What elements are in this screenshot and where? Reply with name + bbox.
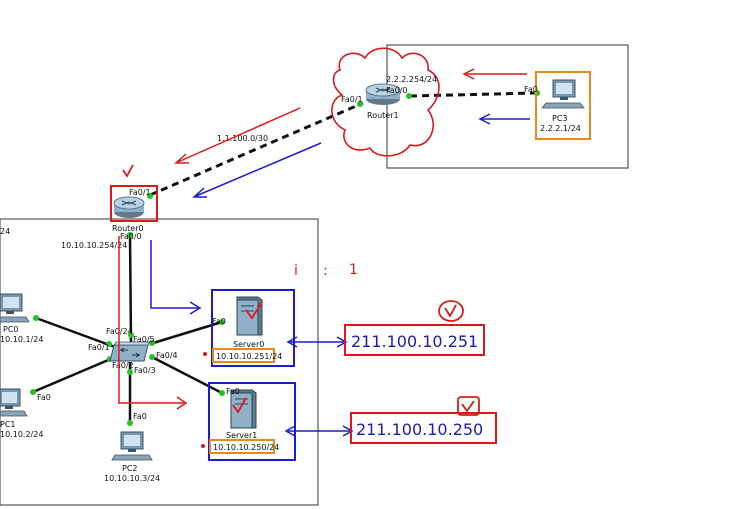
pc1-icon[interactable]: [0, 388, 28, 417]
red-dot: [201, 444, 205, 448]
red-arrow-annotations: [118, 68, 527, 410]
server0-public-ip: 211.100.10.251: [351, 332, 478, 351]
router0-highlight-box: [110, 185, 158, 222]
router0-fa01-label: Fa0/1: [129, 188, 151, 197]
switch-fa01-label: Fa0/1: [88, 343, 110, 352]
server1-public-ip: 211.100.10.250: [356, 420, 483, 439]
router0-ip-label: 10.10.10.254/24: [61, 241, 127, 250]
pc1-ip-label: 10.10.2/24: [0, 430, 43, 439]
svg-text:i: i: [294, 263, 298, 279]
pc3-ip-label: 2.2.2.1/24: [540, 124, 581, 133]
router1-ip-label: 2.2.2.254/24: [386, 75, 437, 84]
server1-port-label: Fa0: [226, 387, 240, 396]
svg-text:1: 1: [349, 262, 358, 278]
pc0-ip-label: 10.10.1/24: [0, 335, 43, 344]
red-dot: [203, 352, 207, 356]
router1-fa01-label: Fa0/1: [341, 95, 363, 104]
router0-icon[interactable]: [113, 196, 145, 218]
wan-link-label: 1.1.100.0/30: [217, 134, 268, 143]
link-router1-pc3: [409, 91, 537, 98]
server1-public-ip-box: [350, 412, 497, 444]
server1-ip-label: 10.10.10.250/24: [213, 443, 279, 452]
lan-area-frame: [0, 218, 319, 506]
pc3-icon[interactable]: [541, 79, 585, 109]
server0-ip-highlight: [212, 348, 275, 363]
red-handwritten-marks: i : 1: [294, 262, 358, 279]
server1-icon[interactable]: [230, 389, 257, 429]
server0-port-label: Fa0: [212, 317, 226, 326]
pc0-icon[interactable]: [0, 293, 30, 323]
switch-icon[interactable]: [109, 341, 151, 362]
pc3-name-label: PC3: [552, 114, 568, 123]
router1-icon[interactable]: [365, 83, 401, 105]
router1-name-label: Router1: [367, 111, 399, 120]
server0-ip-label: 10.10.10.251/24: [216, 352, 282, 361]
server1-ip-highlight: [209, 439, 275, 454]
router1-fa00-label: Fa0/0: [386, 86, 408, 95]
svg-text::: :: [323, 263, 328, 279]
router0-name-label: Router0: [112, 224, 144, 233]
switch-fa03-label: Fa0/3: [134, 366, 156, 375]
pc3-highlight-box: [535, 71, 591, 140]
link-router0-router1: [149, 101, 364, 197]
switch-fa05-label: Fa0/5: [133, 335, 155, 344]
server0-public-ip-box: [344, 324, 485, 356]
switch-fa02-label: Fa0/2: [112, 361, 134, 370]
server1-name-label: Server1: [226, 431, 257, 440]
router1-cloud-annotation: [331, 47, 440, 157]
link-lights: [30, 90, 540, 426]
router0-fa00-label: Fa0/0: [120, 232, 142, 241]
server0-name-label: Server0: [233, 340, 264, 349]
wan-area-frame: [386, 44, 629, 169]
pc2-ip-label: 10.10.10.3/24: [104, 474, 160, 483]
pc3-port-label: Fa0: [524, 85, 538, 94]
switch-fa04-label: Fa0/4: [156, 351, 178, 360]
server1-highlight-box: [208, 382, 296, 461]
server0-highlight-box: [211, 289, 295, 367]
left-edge-label: 24: [0, 227, 10, 236]
pc1-name-label: PC1: [0, 420, 16, 429]
pc2-icon[interactable]: [111, 431, 153, 461]
checkmark-annotations: [122, 164, 480, 416]
lan-links: [32, 234, 223, 425]
pc2-port-label: Fa0: [133, 412, 147, 421]
pc0-name-label: PC0: [3, 325, 19, 334]
pc1-port-label: Fa0: [37, 393, 51, 402]
blue-arrow-annotations: [150, 113, 530, 437]
pc2-name-label: PC2: [122, 464, 138, 473]
